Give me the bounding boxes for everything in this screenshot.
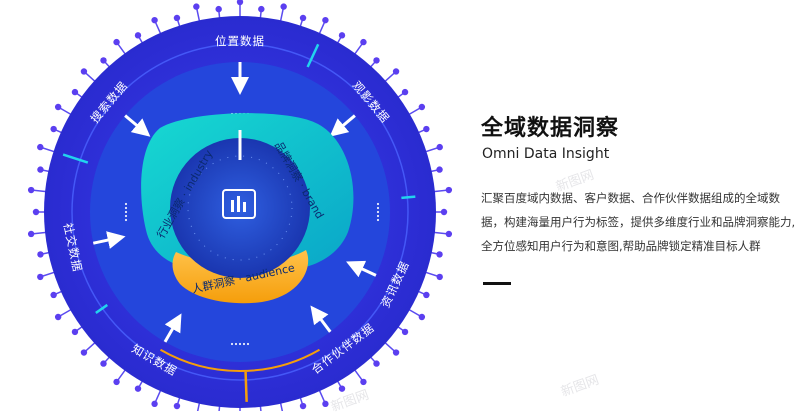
segment-divider [62, 153, 89, 164]
spoke-dot [71, 328, 79, 336]
spoke-dot [215, 5, 222, 13]
spoke-dot [322, 16, 329, 24]
spoke-dot [440, 208, 448, 216]
spoke-dot [80, 68, 88, 75]
spoke-dot [37, 166, 44, 173]
spoke-dot [418, 103, 426, 111]
spoke-dot [299, 402, 307, 410]
panel-title: 全域数据洞察 [481, 116, 620, 141]
spoke-dot [392, 68, 400, 75]
spoke-dot [436, 143, 443, 151]
spoke-dot [436, 251, 443, 258]
spoke-dot [418, 313, 426, 321]
spoke-dot [50, 125, 57, 133]
spoke-dot [392, 349, 400, 356]
spoke-dot [113, 378, 120, 386]
arrow-social [92, 231, 126, 249]
segment-divider [244, 371, 248, 402]
spoke-dot [151, 400, 158, 408]
watermark: 新图网 [559, 372, 602, 401]
panel-description: 汇聚百度域内数据、客户数据、合作伙伴数据组成的全域数据，构建海量用户行为标签，提… [481, 191, 796, 253]
spoke-dot [113, 38, 120, 46]
segment-arrows [92, 62, 377, 343]
spoke-dot [338, 385, 346, 392]
spoke-dot [280, 3, 287, 10]
arrow-partner [310, 305, 332, 333]
segment-label-location: 位置数据 [215, 34, 265, 48]
spoke-dot [100, 57, 107, 64]
middle-ring-outline [71, 43, 409, 381]
spoke-dot [193, 3, 200, 10]
segment-dividers [62, 43, 416, 402]
spoke-dot [436, 273, 443, 281]
spoke-dot [445, 186, 453, 194]
spoke-dot [401, 328, 409, 336]
spoke-dot [173, 14, 181, 22]
segment-divider [306, 43, 320, 68]
spoke-dot [423, 291, 430, 299]
spoke-dot [37, 251, 44, 258]
spoke-dot [134, 32, 142, 39]
arrow-viewing [329, 114, 356, 137]
spoke-dot [445, 230, 453, 238]
spoke-dot [423, 125, 430, 133]
spoke-dot [373, 360, 380, 367]
spoke-dot [401, 88, 409, 96]
spoke-dot [338, 32, 346, 39]
dot-separator [230, 342, 250, 346]
spoke-dot [134, 385, 142, 392]
spoke-dot [54, 103, 62, 111]
spoke-dot [151, 16, 158, 24]
spoke-dot [32, 208, 40, 216]
spoke-dot [173, 402, 181, 410]
dot-separator [124, 202, 128, 222]
arrow-news [346, 260, 377, 278]
arrow-knowledge [163, 313, 182, 343]
spoke-dot [322, 400, 329, 408]
bar-chart-icon [222, 189, 256, 219]
spoke-dot [37, 143, 44, 151]
spoke-dot [100, 360, 107, 367]
spoke-dot [80, 349, 88, 356]
spoke-dot [236, 0, 244, 6]
spoke-dot [436, 166, 443, 173]
spoke-dot [360, 378, 367, 386]
spoke-dot [54, 313, 62, 321]
spoke-dot [258, 5, 265, 13]
spoke-dot [27, 230, 35, 238]
spoke-dot [299, 14, 307, 22]
spoke-dot [37, 273, 44, 281]
arrow-search [124, 114, 151, 137]
spoke-dot [360, 38, 367, 46]
segment-divider [95, 303, 109, 314]
partner-arc [160, 348, 320, 372]
dot-separator [376, 202, 380, 222]
segment-divider [401, 195, 416, 200]
spoke-dot [71, 88, 79, 96]
core-dots-ring [187, 155, 293, 261]
spoke-dot [27, 186, 35, 194]
accent-dash [483, 282, 511, 285]
panel-subtitle: Omni Data Insight [482, 146, 610, 162]
spoke-dot [373, 57, 380, 64]
spoke-dot [50, 291, 57, 299]
